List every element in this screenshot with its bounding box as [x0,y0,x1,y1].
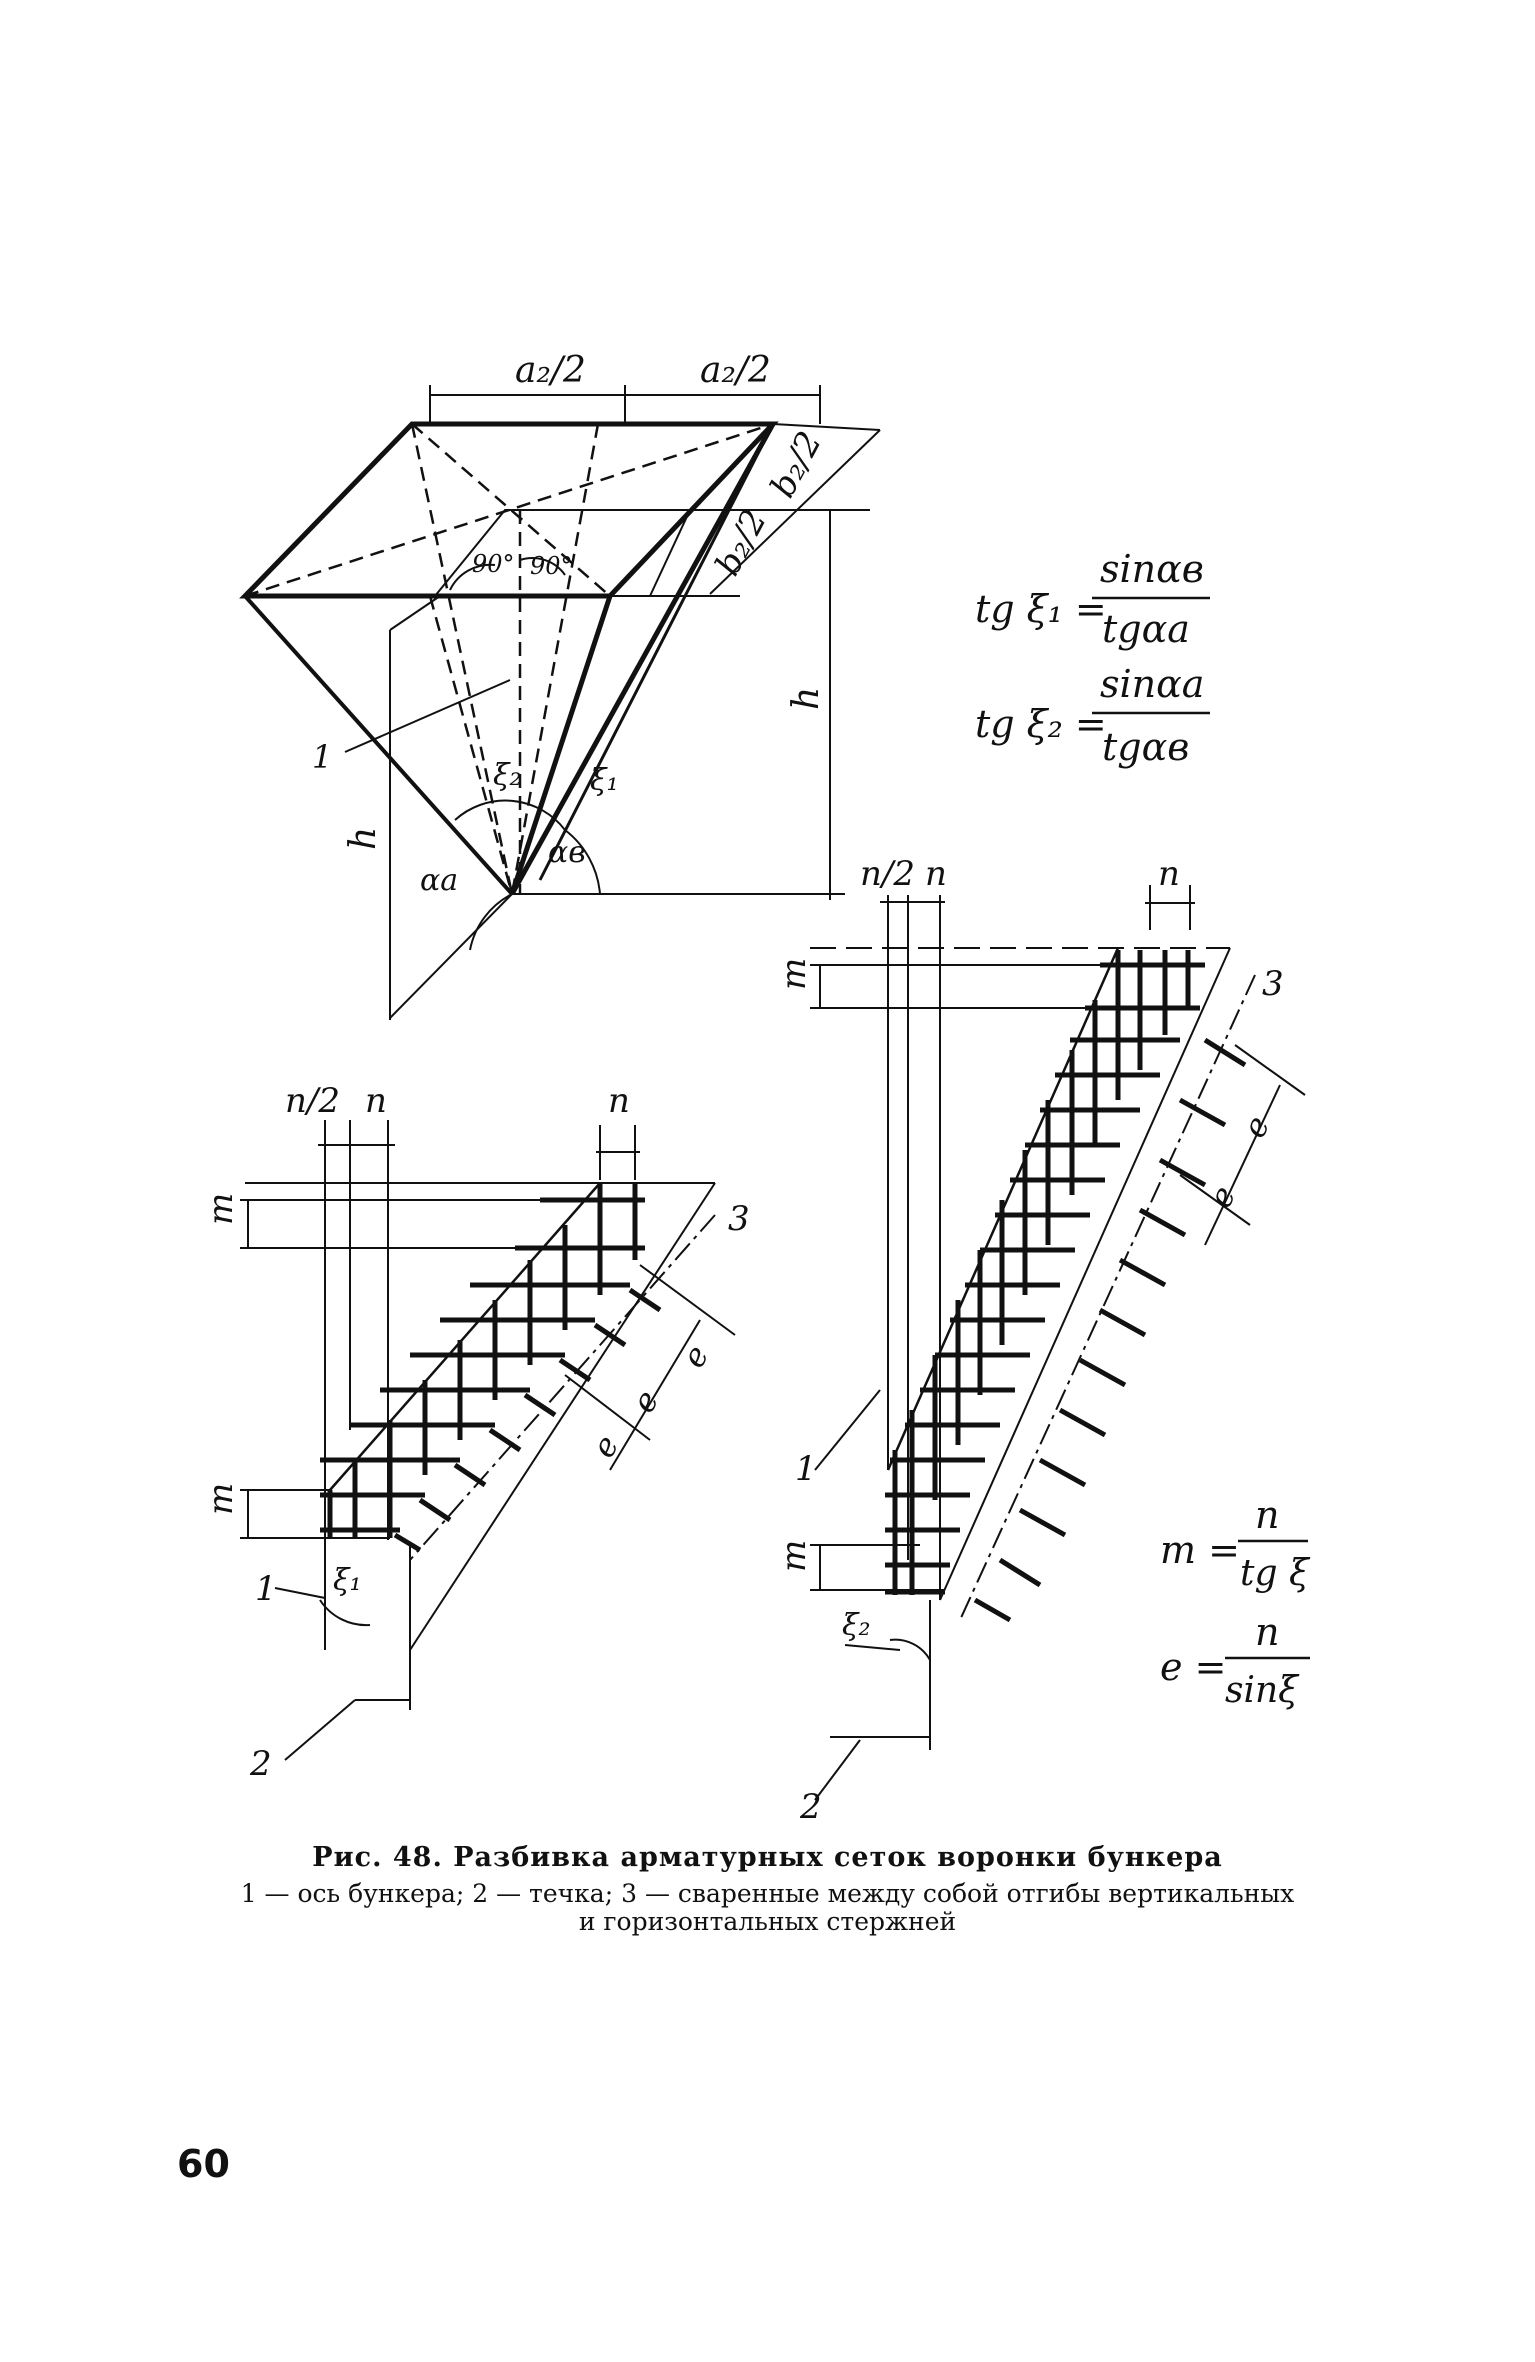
left-e-2-label: e [624,1384,666,1419]
angle-90-right-label: 90° [530,552,573,580]
figure-caption-legend: 1 — ось бункера; 2 — течка; 3 — сваренны… [0,1880,1535,1936]
b-half-lower-label: b₂/2 [708,503,775,582]
right-mesh-drawing [810,885,1306,1801]
formula-tg-xi2: tg ξ₂ = sinαa tgαв [975,662,1210,769]
funnel-hidden-lines [244,422,774,895]
svg-text:tg ξ₂ =: tg ξ₂ = [975,702,1107,746]
right-m-bottom-label: m [774,1540,814,1572]
svg-text:m =: m = [1160,1528,1240,1572]
b-half-upper-label: b₂/2 [763,425,830,504]
svg-text:sinξ: sinξ [1225,1670,1300,1711]
formula-e: e = n sinξ [1160,1610,1310,1711]
xi-2-top-label: ξ₂ [493,758,522,793]
funnel-edge-left [243,594,514,896]
left-welded-bends [393,1287,662,1553]
right-welded-bends [973,1037,1247,1623]
alpha-b-label: αв [548,835,586,870]
svg-text:tgαa: tgαa [1102,607,1190,651]
left-xi-label: ξ₁ [333,1563,362,1598]
left-mesh-bars [320,1183,645,1538]
formula-m: m = n tg ξ [1160,1493,1311,1594]
svg-text:n: n [1255,1493,1279,1537]
left-label-1: 1 [255,1569,277,1609]
left-m-bottom-label: m [201,1483,241,1515]
a-half-left-label: a₂/2 [515,350,586,391]
svg-text:tg ξ₁ =: tg ξ₁ = [975,587,1107,631]
right-label-3: 3 [1262,964,1284,1004]
right-n-half-label: n/2 [860,854,915,894]
svg-text:tgαв: tgαв [1102,725,1189,769]
alpha-a-label: αa [420,863,458,898]
right-m-top-label: m [774,958,814,990]
svg-text:sinαa: sinαa [1100,662,1204,706]
axis-1-top-label: 1 [312,738,332,776]
left-n-a-label: n [365,1081,387,1121]
h-right-label: h [786,687,827,710]
left-n-half-label: n/2 [285,1081,340,1121]
legend-line-1: 1 — ось бункера; 2 — течка; 3 — сваренны… [240,1879,1295,1908]
figure-caption-title: Рис. 48. Разбивка арматурных сеток ворон… [312,1842,1223,1873]
left-m-top-label: m [201,1193,241,1225]
h-left-label: h [343,827,384,850]
right-mesh-bars [885,950,1205,1595]
left-mesh-drawing [240,1120,736,1761]
left-e-3-label: e [584,1429,626,1464]
right-n-b-label: n [1158,854,1180,894]
left-n-b-label: n [608,1081,630,1121]
left-e-1-label: e [674,1339,716,1374]
xi-1-top-label: ξ₁ [590,763,619,798]
a-half-right-label: a₂/2 [700,350,771,391]
left-label-2: 2 [249,1744,272,1784]
right-label-1: 1 [795,1449,817,1489]
funnel-inner-section [434,509,692,597]
right-n-a-label: n [925,854,947,894]
svg-text:n: n [1255,1610,1279,1654]
svg-text:e =: e = [1160,1645,1226,1689]
right-xi-label: ξ₂ [842,1608,871,1643]
legend-line-2: и горизонтальных стержней [578,1907,957,1936]
left-label-3: 3 [728,1199,750,1239]
hopper-funnel-drawing [239,385,881,1020]
svg-text:tg ξ: tg ξ [1240,1553,1311,1594]
page-number: 60 [177,2142,230,2186]
formula-tg-xi1: tg ξ₁ = sinαв tgαa [975,547,1210,651]
funnel-edge-right-2 [538,423,775,881]
right-label-2: 2 [799,1787,822,1827]
funnel-edge-right [509,422,776,896]
angle-90-left-label: 90° [472,550,515,578]
svg-text:sinαв: sinαв [1100,547,1204,591]
funnel-edge-front [509,595,613,895]
